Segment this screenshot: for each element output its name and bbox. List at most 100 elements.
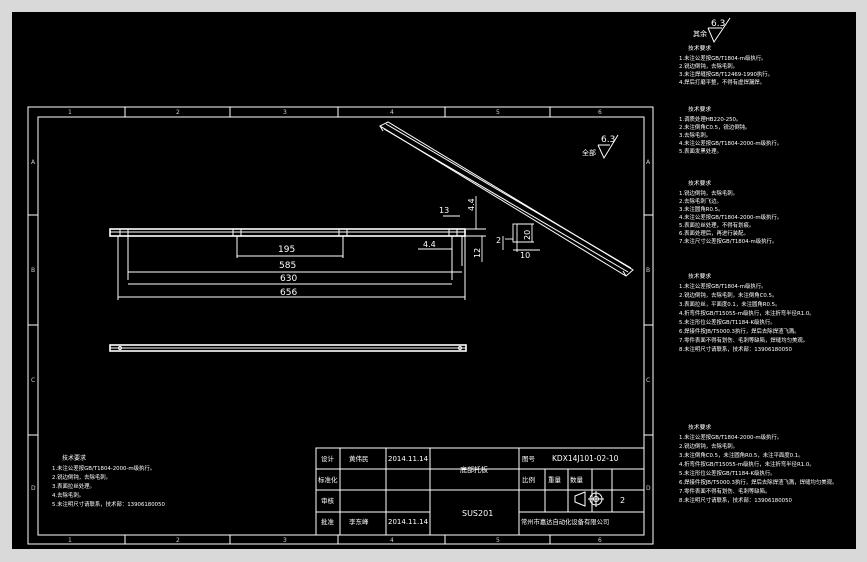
svg-text:6.焊接件按JB/T5000.3执行，焊后去除焊渣飞溅，焊缝: 6.焊接件按JB/T5000.3执行，焊后去除焊渣飞溅，焊缝均匀美观。 [679,478,837,486]
review-label: 审核 [321,496,335,505]
notes-right-5: 技术要求 1.未注公差按GB/T1804-2000-m级执行。 2.锐边倒钝，去… [679,423,837,504]
drawing-number: KDX14J101-02-10 [552,454,619,463]
frame-marks: 1 2 3 4 5 6 1 2 3 4 5 6 A B C D A B C D [31,109,651,544]
dim-12: 12 [473,248,482,258]
svg-text:8.未注明尺寸请联系，技术部：13906180050: 8.未注明尺寸请联系，技术部：13906180050 [679,496,793,504]
dim-585: 585 [279,261,296,271]
company: 常州市嘉达自动化设备有限公司 [521,517,609,526]
row-mark-left: C [31,377,35,384]
svg-text:2.锐边倒钝，去除毛刺。: 2.锐边倒钝，去除毛刺。 [679,62,738,70]
notes-left-title: 技术要求 [62,454,86,462]
material: SUS201 [462,509,493,518]
row-mark-right: D [646,485,651,492]
dim-2: 2 [496,236,501,245]
svg-text:7.零件表面不得有划伤、毛刺等缺陷，焊缝均匀美观。: 7.零件表面不得有划伤、毛刺等缺陷，焊缝均匀美观。 [679,336,808,344]
drawing-canvas: 1 2 3 4 5 6 1 2 3 4 5 6 A B C D A B C D [27,17,837,545]
approver-name: 李东峰 [349,517,369,526]
svg-text:1.未注公差按GB/T1804-2000-m级执行。: 1.未注公差按GB/T1804-2000-m级执行。 [679,433,782,441]
dim-4-4-bottom: 4.4 [423,240,436,249]
svg-text:5.未注形位公差按GB/T1184-K级执行。: 5.未注形位公差按GB/T1184-K级执行。 [679,318,776,326]
dim-10: 10 [520,251,530,260]
svg-text:8.未注明尺寸请联系，技术部：13906180050: 8.未注明尺寸请联系，技术部：13906180050 [679,345,793,353]
svg-text:4.焊后打磨平整，不得有虚焊漏焊。: 4.焊后打磨平整，不得有虚焊漏焊。 [679,78,765,86]
svg-text:3.未注倒角C0.5，未注圆角R0.5，未注平面度0.1。: 3.未注倒角C0.5，未注圆角R0.5，未注平面度0.1。 [679,451,804,459]
qty-value: 2 [620,496,625,505]
designer-label: 设计 [321,454,335,463]
isometric-view [378,121,634,277]
svg-text:6.3: 6.3 [601,135,615,145]
col-mark-bottom: 5 [496,537,500,544]
col-mark-bottom: 6 [598,537,602,544]
svg-text:4.折弯件按GB/T15055-m级执行，未注折弯半径R1.: 4.折弯件按GB/T15055-m级执行，未注折弯半径R1.0。 [679,460,815,468]
notes-left-line: 3.表面拉丝处理。 [52,482,95,490]
notes-right-2: 技术要求 1.调质处理HB220-250。 2.未注倒角C0.5，锐边倒钝。 3… [679,105,782,155]
approve-date: 2014.11.14 [388,518,429,526]
svg-text:4.未注公差按GB/T1804-2000-m级执行。: 4.未注公差按GB/T1804-2000-m级执行。 [679,139,782,147]
dim-20: 20 [523,230,532,240]
col-mark-bottom: 4 [390,537,394,544]
dim-656: 656 [280,288,297,298]
svg-text:7.零件表面不得有划伤、毛刺等缺陷。: 7.零件表面不得有划伤、毛刺等缺陷。 [679,487,770,495]
notes-right-4: 技术要求 1.未注公差按GB/T1804-m级执行。 2.锐边倒钝，去除毛刺，未… [679,272,815,353]
svg-text:2.锐边倒钝，去除毛刺。: 2.锐边倒钝，去除毛刺。 [679,442,738,450]
svg-text:1.未注公差按GB/T1804-m级执行。: 1.未注公差按GB/T1804-m级执行。 [679,282,767,290]
col-mark-bottom: 3 [283,537,287,544]
dimension-lines [118,196,540,298]
notes-left-line: 4.去除毛刺。 [52,491,84,499]
row-mark-right: C [646,377,650,384]
col-mark-bottom: 2 [176,537,180,544]
svg-text:2.未注倒角C0.5，锐边倒钝。: 2.未注倒角C0.5，锐边倒钝。 [679,123,750,131]
front-view [109,228,466,300]
col-mark-top: 5 [496,109,500,116]
svg-text:5.表面发黑处理。: 5.表面发黑处理。 [679,147,722,155]
design-date: 2014.11.14 [388,455,429,463]
svg-text:1.锐边倒钝，去除毛刺。: 1.锐边倒钝，去除毛刺。 [679,189,738,197]
svg-text:3.未注焊缝按GB/T12469-1990执行。: 3.未注焊缝按GB/T12469-1990执行。 [679,70,773,78]
svg-text:5.表面拉丝处理，不得有划痕。: 5.表面拉丝处理，不得有划痕。 [679,221,754,229]
dim-13: 13 [439,206,449,215]
row-mark-left: D [31,485,36,492]
projection-symbol [574,491,604,507]
designer-name: 黄伟民 [349,454,369,463]
svg-text:5.未注形位公差按GB/T1184-K级执行。: 5.未注形位公差按GB/T1184-K级执行。 [679,469,776,477]
col-mark-top: 4 [390,109,394,116]
roughness-symbol-top: 其余 6.3 [693,17,731,44]
col-mark-top: 6 [598,109,602,116]
svg-text:6.焊接件按JB/T5000.3执行，焊后去除焊渣飞溅。: 6.焊接件按JB/T5000.3执行，焊后去除焊渣飞溅。 [679,327,800,335]
cad-viewport[interactable]: 1 2 3 4 5 6 1 2 3 4 5 6 A B C D A B C D [12,12,856,549]
col-mark-top: 3 [283,109,287,116]
row-mark-left: B [31,267,35,274]
svg-text:技术要求: 技术要求 [688,105,711,113]
drawing-number-label: 图号 [522,455,536,463]
bottom-view [109,344,467,352]
dim-195: 195 [278,245,295,255]
weight-label: 重量 [548,476,562,484]
notes-right-3: 技术要求 1.锐边倒钝，去除毛刺。 2.去除毛刺飞边。 3.未注圆角R0.5。 … [679,179,782,245]
dim-4-4-top: 4.4 [467,198,476,211]
svg-text:3.未注圆角R0.5。: 3.未注圆角R0.5。 [679,205,723,213]
svg-text:技术要求: 技术要求 [688,272,711,280]
svg-text:6.3: 6.3 [711,19,725,29]
notes-left: 技术要求 1.未注公差按GB/T1804-2000-m级执行。 2.锐边倒钝，去… [52,454,166,508]
notes-left-line: 5.未注明尺寸请联系，技术部：13906180050 [52,500,166,508]
svg-text:3.表面拉丝，平面度0.1，未注圆角R0.5。: 3.表面拉丝，平面度0.1，未注圆角R0.5。 [679,300,781,308]
col-mark-top: 2 [176,109,180,116]
svg-text:6.表面处理后，再进行装配。: 6.表面处理后，再进行装配。 [679,229,749,237]
svg-text:4.未注公差按GB/T1804-2000-m级执行。: 4.未注公差按GB/T1804-2000-m级执行。 [679,213,782,221]
svg-text:1.调质处理HB220-250。: 1.调质处理HB220-250。 [679,115,741,123]
svg-text:2.去除毛刺飞边。: 2.去除毛刺飞边。 [679,197,722,205]
svg-text:其余: 其余 [693,29,707,38]
notes-left-line: 2.锐边倒钝，去除毛刺。 [52,473,111,481]
svg-text:7.未注尺寸公差按GB/T1804-m级执行。: 7.未注尺寸公差按GB/T1804-m级执行。 [679,237,777,245]
standardize-label: 标准化 [318,475,338,484]
row-mark-left: A [31,159,36,166]
row-mark-right: B [646,267,650,274]
qty-label: 数量 [570,475,584,484]
svg-text:1.未注公差按GB/T1804-m级执行。: 1.未注公差按GB/T1804-m级执行。 [679,54,767,62]
roughness-symbol-drawing: 全部 6.3 [582,134,619,160]
col-mark-top: 1 [68,109,72,116]
svg-text:4.折弯件按GB/T15055-m级执行，未注折弯半径R1.: 4.折弯件按GB/T15055-m级执行，未注折弯半径R1.0。 [679,309,815,317]
part-name: 底部托板 [460,465,488,474]
notes-left-line: 1.未注公差按GB/T1804-2000-m级执行。 [52,464,155,472]
scale-label: 比例 [522,475,535,484]
